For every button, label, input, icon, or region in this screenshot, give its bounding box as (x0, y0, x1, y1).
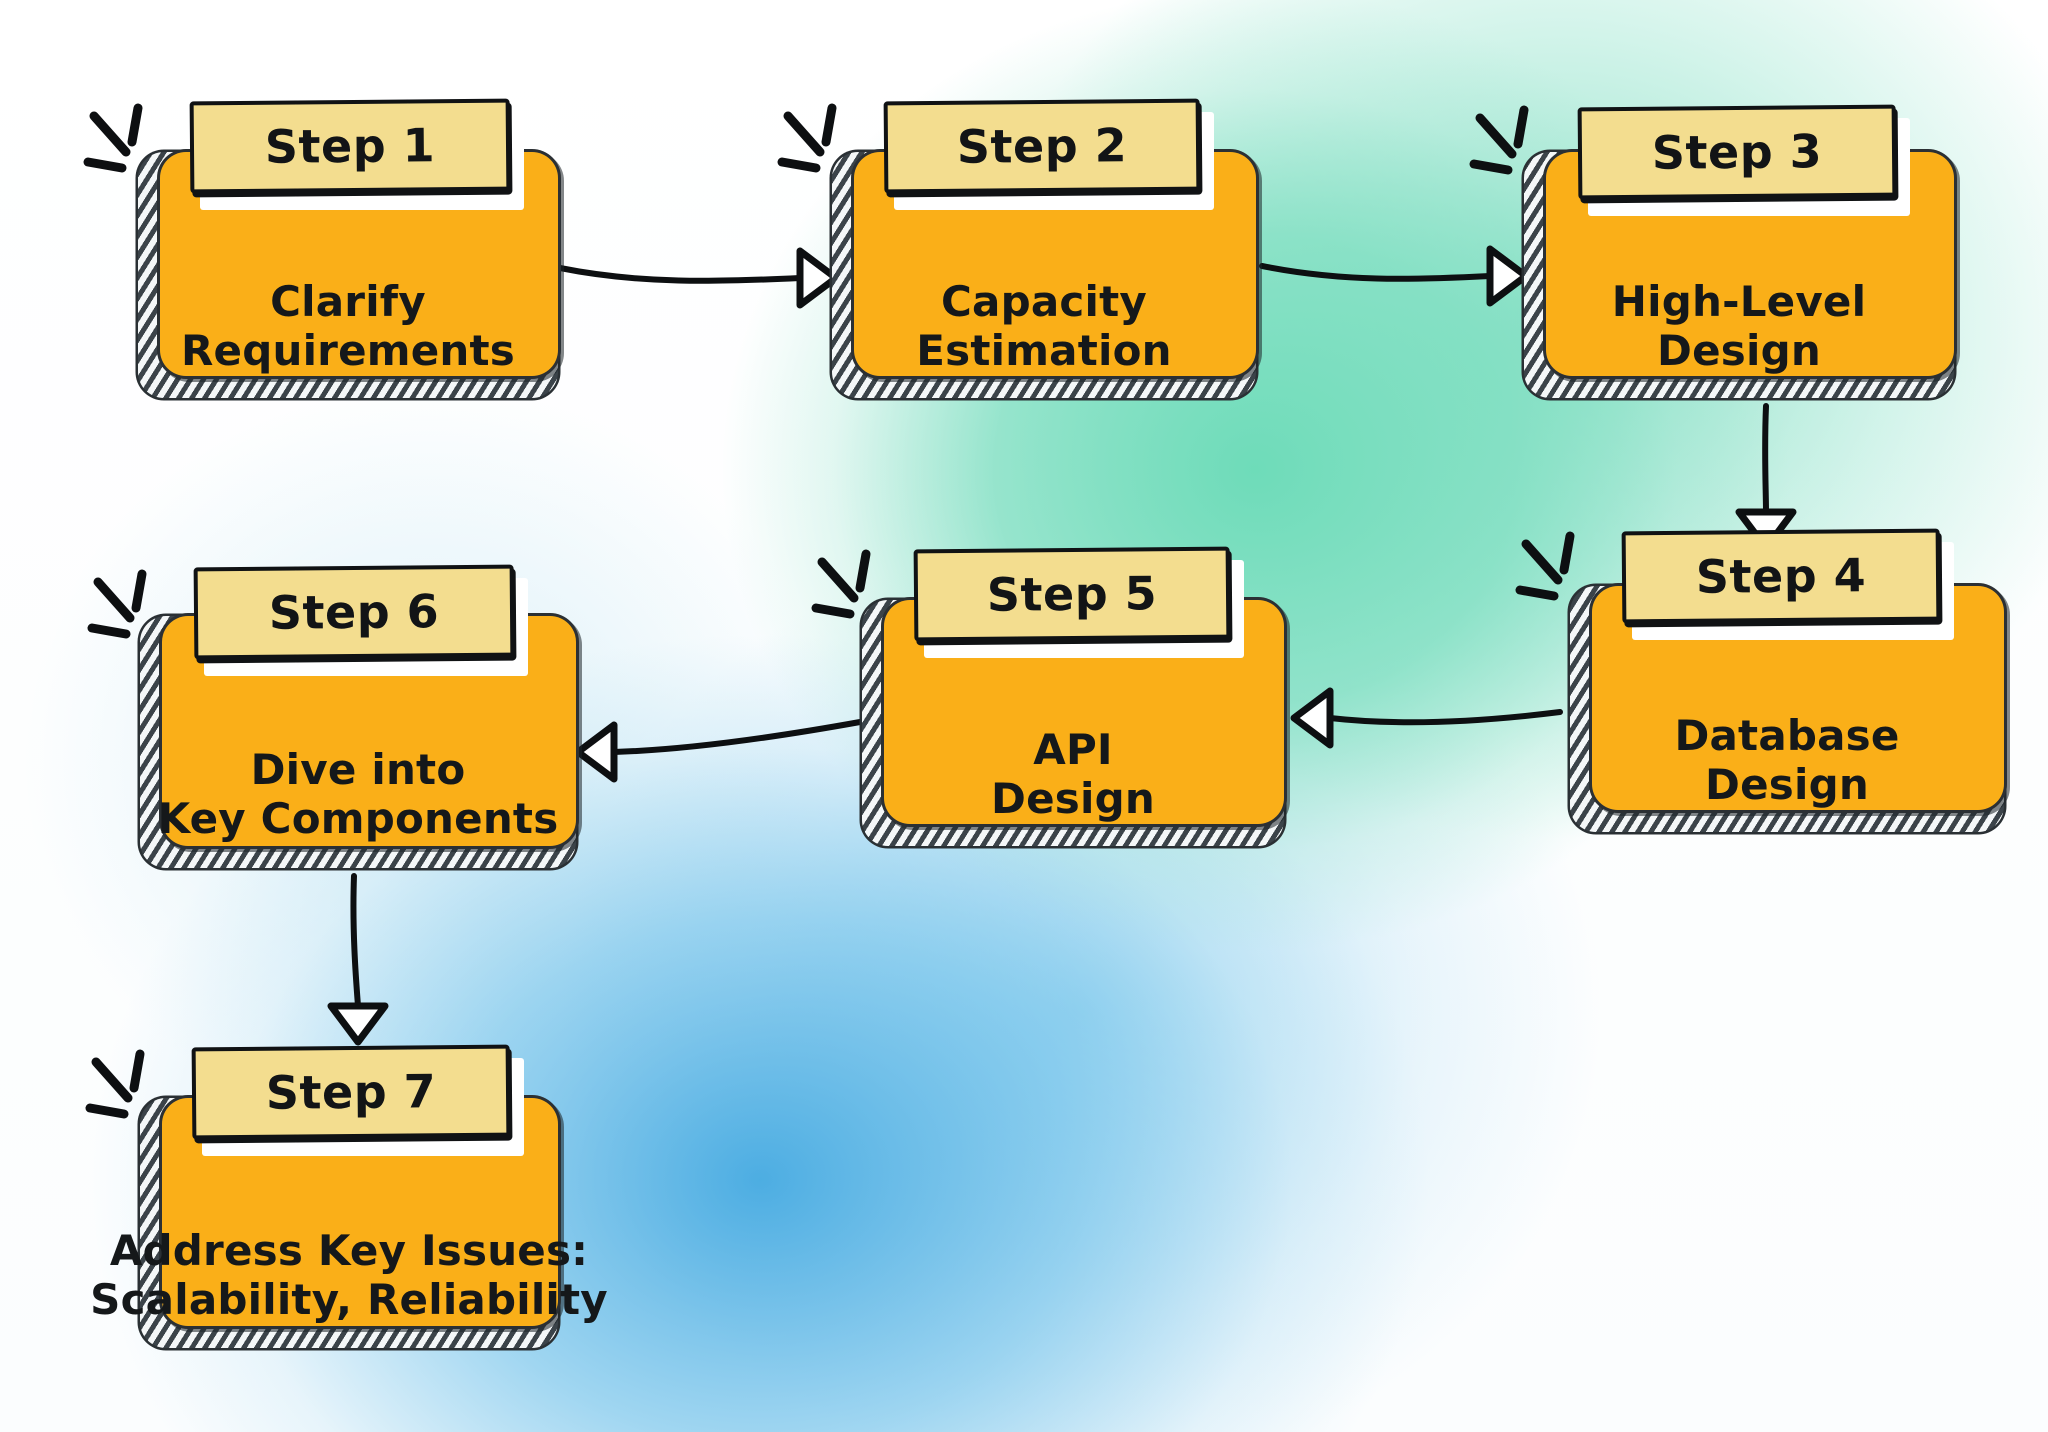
label-card-step5[interactable]: Step 5 (913, 546, 1244, 658)
label-card-step1[interactable]: Step 1 (189, 98, 524, 210)
node-step3-line1: High-Level (1611, 276, 1867, 326)
label-card-step3[interactable]: Step 3 (1577, 104, 1910, 216)
node-step7-line1: Address Key Issues: (109, 1225, 589, 1275)
node-step7-line2: Scalability, Reliability (90, 1274, 608, 1324)
label-step3: Step 3 (1651, 124, 1823, 180)
label-card-step6[interactable]: Step 6 (193, 564, 528, 676)
node-step5-text: API Design (879, 703, 1267, 846)
node-step2-text: Capacity Estimation (849, 255, 1239, 398)
label-step4: Step 4 (1695, 548, 1867, 604)
node-step5-line1: API (1033, 724, 1113, 774)
label-card-step5-face: Step 5 (913, 546, 1231, 642)
label-step6: Step 6 (268, 584, 440, 640)
label-card-step7[interactable]: Step 7 (191, 1044, 524, 1156)
node-step4-line2: Design (1705, 759, 1869, 809)
label-card-step7-face: Step 7 (191, 1044, 511, 1140)
node-step1-line1: Clarify (270, 276, 426, 326)
node-step2-line2: Estimation (916, 325, 1172, 375)
node-step3-line2: Design (1657, 325, 1821, 375)
label-card-step2[interactable]: Step 2 (883, 98, 1214, 210)
label-card-step3-face: Step 3 (1577, 104, 1897, 200)
node-step4-text: Database Design (1587, 689, 1986, 832)
node-step6-text: Dive into Key Components (157, 722, 559, 868)
node-step1-text: Clarify Requirements (155, 255, 541, 398)
label-step1: Step 1 (264, 118, 436, 174)
node-step7-text: Address Key Issues: Scalability, Reliabi… (90, 1203, 608, 1348)
node-step3-text: High-Level Design (1541, 255, 1937, 398)
node-step2-line1: Capacity (941, 276, 1147, 326)
label-card-step4[interactable]: Step 4 (1621, 528, 1954, 640)
label-step2: Step 2 (956, 118, 1128, 174)
label-step7: Step 7 (265, 1064, 437, 1120)
label-card-step1-face: Step 1 (189, 98, 511, 194)
node-step1-line2: Requirements (180, 325, 515, 375)
label-card-step2-face: Step 2 (883, 98, 1201, 194)
label-step5: Step 5 (986, 566, 1158, 622)
label-card-step6-face: Step 6 (193, 564, 515, 660)
node-step5-line2: Design (991, 773, 1155, 823)
node-step6-line1: Dive into (250, 745, 466, 795)
label-card-step4-face: Step 4 (1621, 528, 1941, 624)
node-step6-line2: Key Components (157, 793, 559, 843)
node-step4-line1: Database (1674, 710, 1900, 760)
